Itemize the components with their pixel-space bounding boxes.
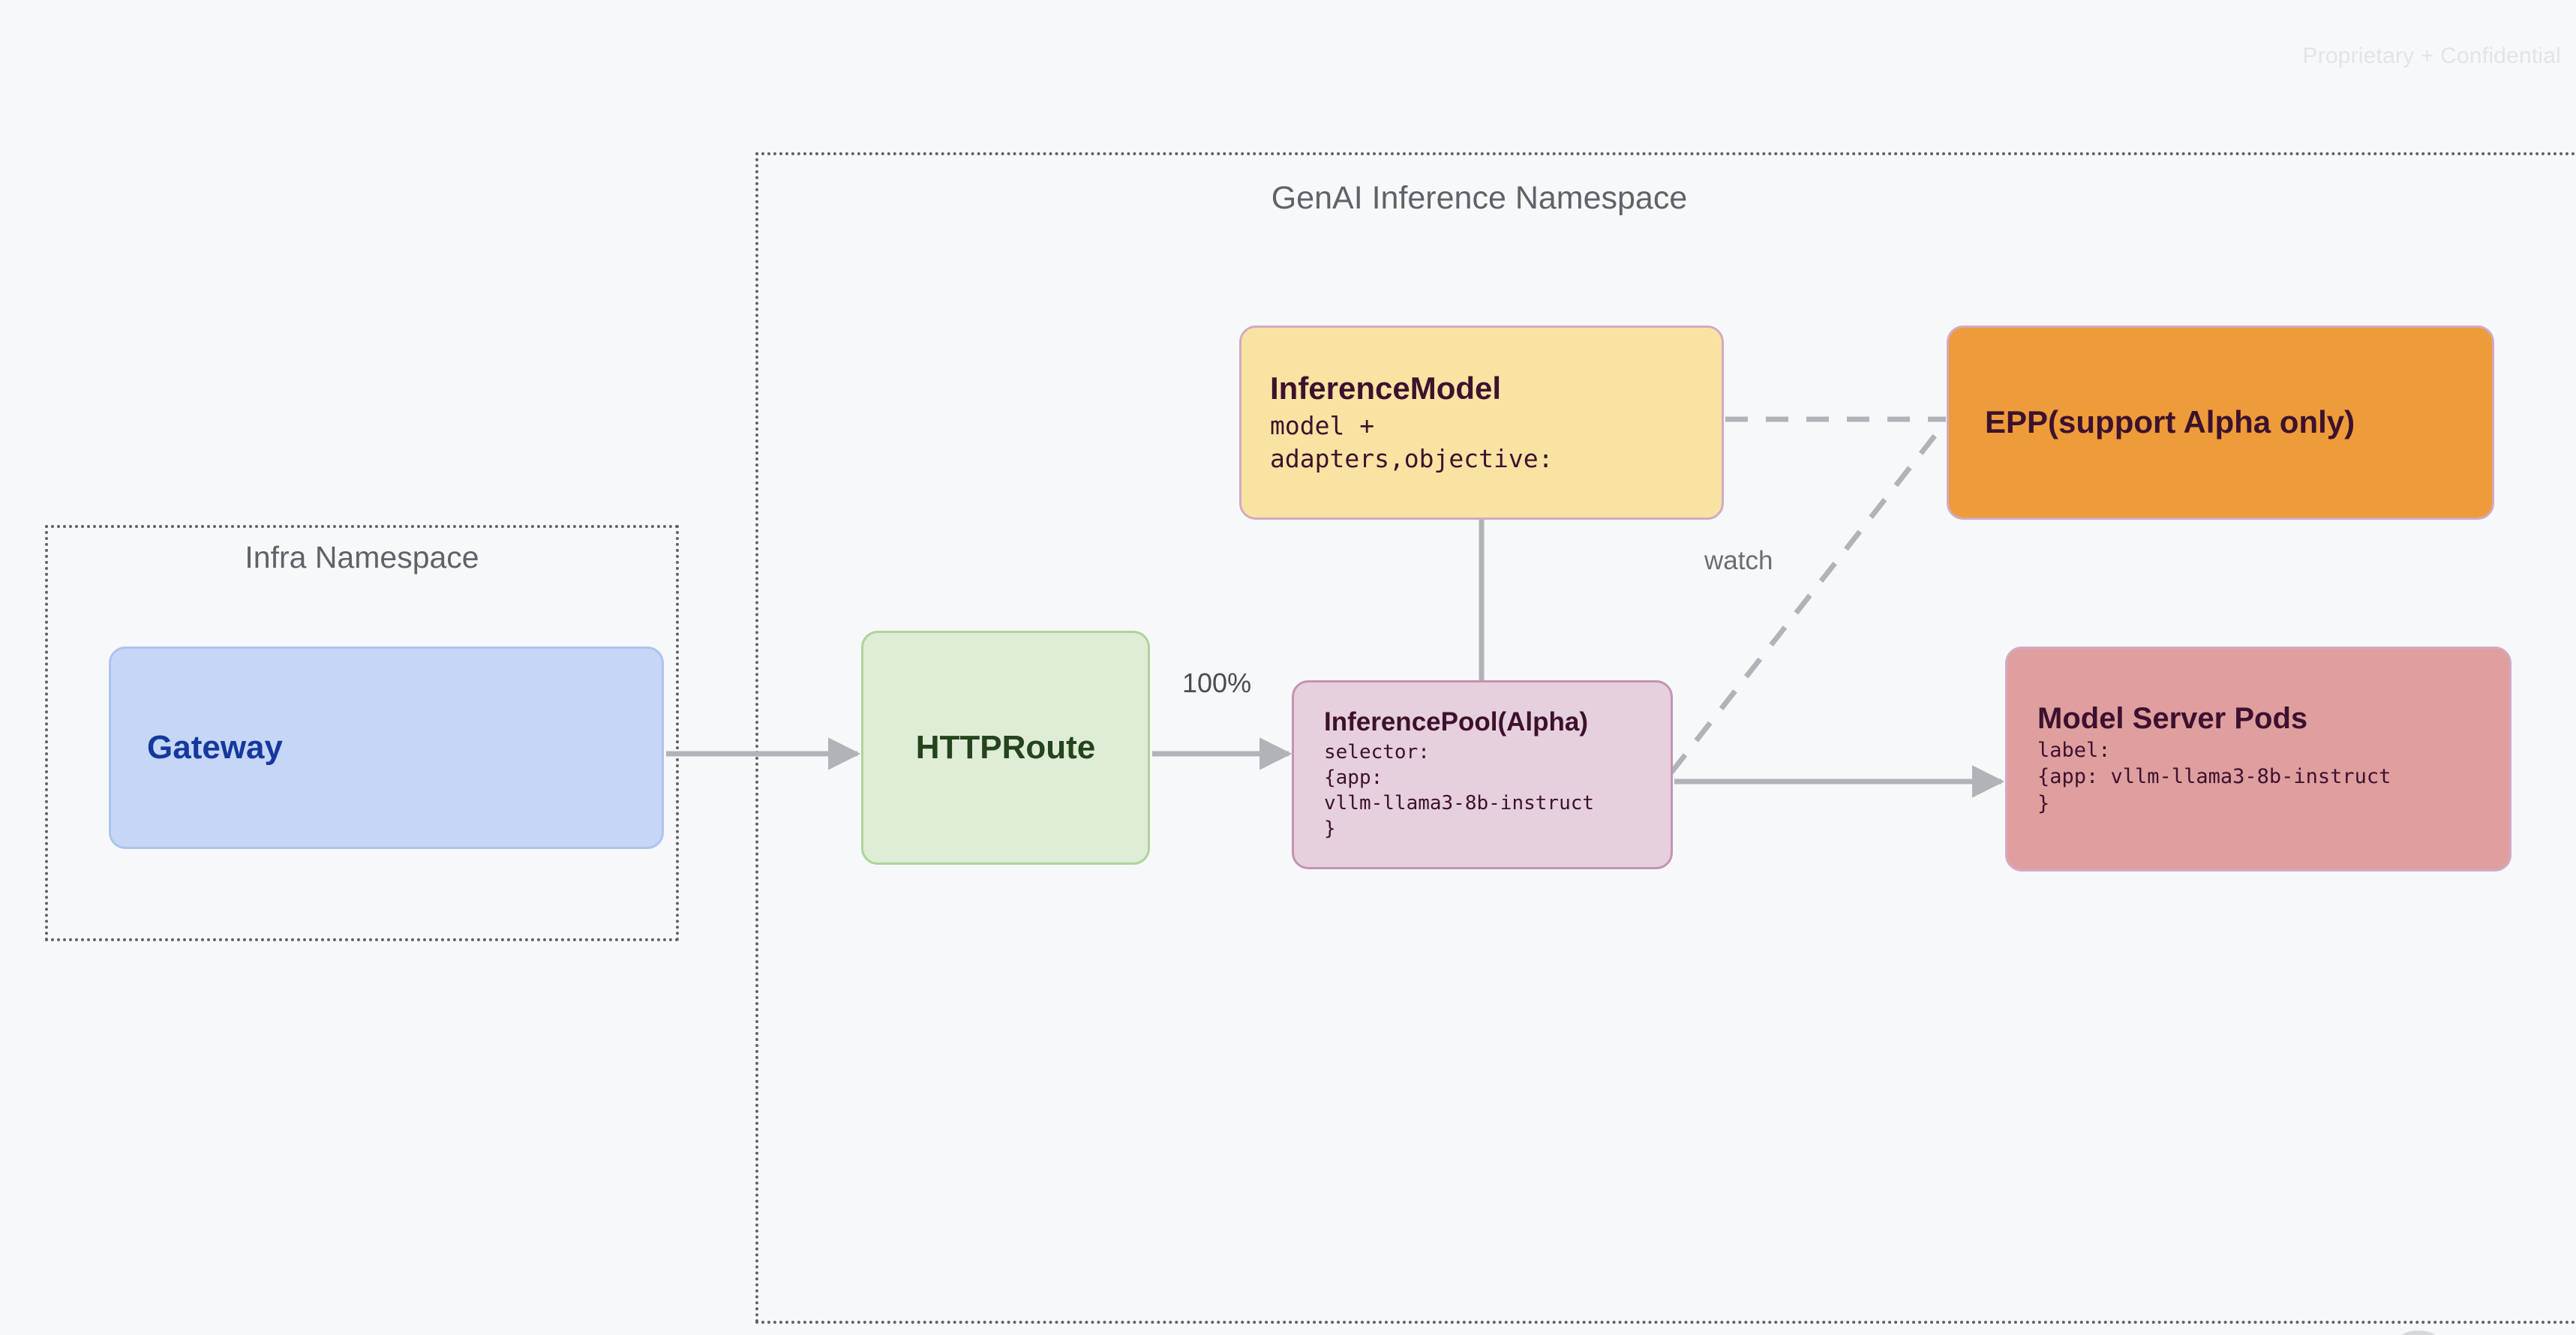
node-model-server-pods-detail: label: {app: vllm-llama3-8b-instruct } — [2037, 738, 2391, 815]
node-httproute[interactable]: HTTPRoute — [861, 631, 1150, 865]
node-epp[interactable]: EPP(support Alpha only) — [1947, 326, 2494, 520]
node-model-server-pods-title: Model Server Pods — [2037, 701, 2308, 735]
node-gateway-title: Gateway — [147, 728, 283, 766]
genai-namespace-title: GenAI Inference Namespace — [1271, 180, 1688, 216]
node-inferencepool-title: InferencePool(Alpha) — [1324, 707, 1588, 737]
genai-namespace-container — [755, 152, 2576, 1324]
node-httproute-title: HTTPRoute — [915, 728, 1096, 766]
node-inferencepool[interactable]: InferencePool(Alpha) selector: {app: vll… — [1292, 680, 1673, 869]
node-inferencemodel-detail: model + adapters,objective: — [1270, 411, 1554, 473]
confidential-notice: Proprietary + Confidential — [2302, 44, 2561, 68]
edge-label-traffic-weight: 100% — [1182, 668, 1252, 698]
node-epp-title: EPP(support Alpha only) — [1985, 404, 2355, 440]
node-gateway[interactable]: Gateway — [109, 646, 664, 849]
infra-namespace-title: Infra Namespace — [245, 540, 479, 574]
node-inferencepool-detail: selector: {app: vllm-llama3-8b-instruct … — [1324, 740, 1595, 841]
infra-namespace-container — [45, 525, 679, 941]
edge-label-watch: watch — [1704, 546, 1773, 575]
brand-logo-remnant — [2401, 1330, 2436, 1335]
node-inferencemodel-title: InferenceModel — [1270, 370, 1502, 406]
node-inferencemodel[interactable]: InferenceModel model + adapters,objectiv… — [1239, 326, 1724, 520]
node-model-server-pods[interactable]: Model Server Pods label: {app: vllm-llam… — [2005, 646, 2511, 872]
